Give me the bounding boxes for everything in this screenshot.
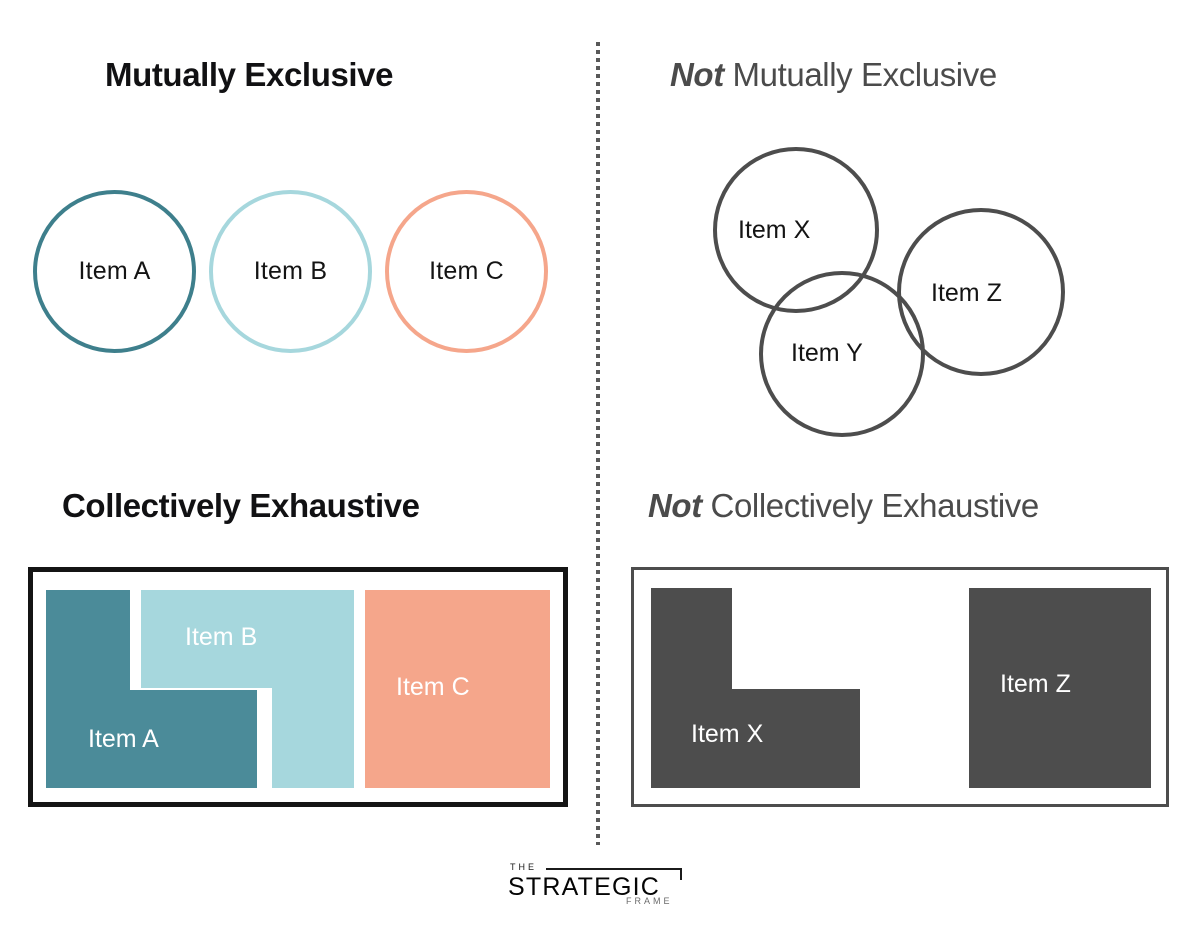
venn-circle-item-z — [897, 208, 1065, 376]
shape-label-item-z: Item Z — [1000, 670, 1071, 698]
circle-item-c-label: Item C — [429, 257, 504, 285]
venn-label-item-x: Item X — [738, 216, 811, 244]
brand-logo: THE STRATEGIC FRAME — [508, 862, 688, 908]
logo-strategic-text: STRATEGIC — [508, 873, 661, 901]
circle-item-a: Item A — [33, 190, 196, 353]
page-title-not-collectively-exhaustive: Not Collectively Exhaustive — [648, 487, 1039, 525]
venn-circle-item-y — [759, 271, 925, 437]
title-emphasis-not: Not — [648, 487, 702, 524]
venn-label-item-z: Item Z — [931, 279, 1002, 307]
page-title-mutually-exclusive: Mutually Exclusive — [105, 56, 394, 93]
circle-item-a-label: Item A — [78, 257, 151, 285]
logo-rule-line — [546, 868, 682, 870]
shape-label-item-b: Item B — [185, 623, 258, 651]
logo-tick-mark — [680, 868, 682, 880]
circle-item-b: Item B — [209, 190, 372, 353]
circle-item-c: Item C — [385, 190, 548, 353]
title-emphasis-not: Not — [670, 56, 724, 93]
title-rest: Collectively Exhaustive — [701, 487, 1040, 524]
shape-label-item-x: Item X — [691, 720, 764, 748]
title-rest: Mutually Exclusive — [723, 56, 998, 93]
venn-label-item-y: Item Y — [791, 339, 863, 367]
shape-item-c — [365, 590, 550, 788]
vertical-dotted-divider — [596, 42, 600, 845]
page-title-collectively-exhaustive: Collectively Exhaustive — [62, 487, 420, 524]
circle-item-b-label: Item B — [253, 257, 328, 285]
shape-label-item-c: Item C — [396, 673, 470, 701]
shape-item-z — [969, 588, 1151, 788]
page-title-not-mutually-exclusive: Not Mutually Exclusive — [670, 56, 997, 94]
logo-frame-text: FRAME — [626, 896, 673, 906]
logo-the-text: THE — [510, 862, 537, 872]
shape-label-item-a: Item A — [88, 725, 159, 753]
